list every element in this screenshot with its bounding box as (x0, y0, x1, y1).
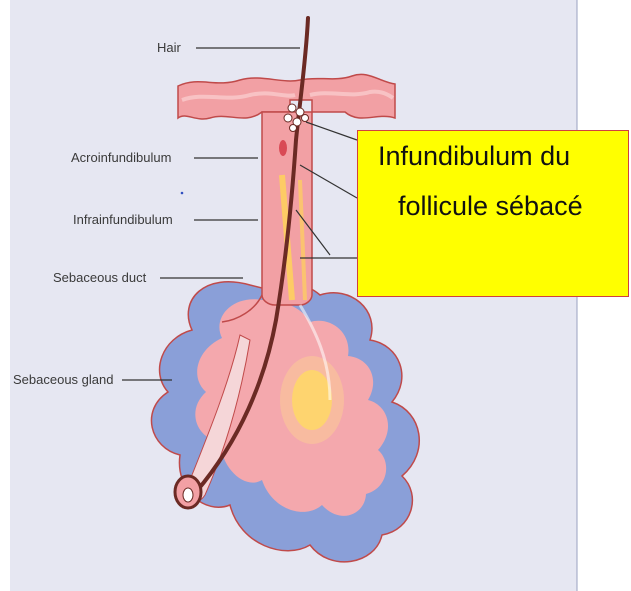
label-hair: Hair (157, 40, 181, 55)
hair-bulb-papilla (183, 488, 193, 502)
sebum-halo (280, 356, 344, 444)
label-sebaceous-duct: Sebaceous duct (53, 270, 146, 285)
callout-line-2: follicule sébacé (398, 191, 583, 222)
label-acroinfundibulum: Acroinfundibulum (71, 150, 171, 165)
acroinfundibulum-spot (279, 140, 287, 156)
label-infrainfundibulum: Infrainfundibulum (73, 212, 173, 227)
callout-line-1: Infundibulum du (378, 141, 570, 172)
blue-dot (181, 192, 184, 195)
label-sebaceous-gland: Sebaceous gland (13, 372, 113, 387)
infundibulum-callout-box: Infundibulum du follicule sébacé (357, 130, 629, 297)
